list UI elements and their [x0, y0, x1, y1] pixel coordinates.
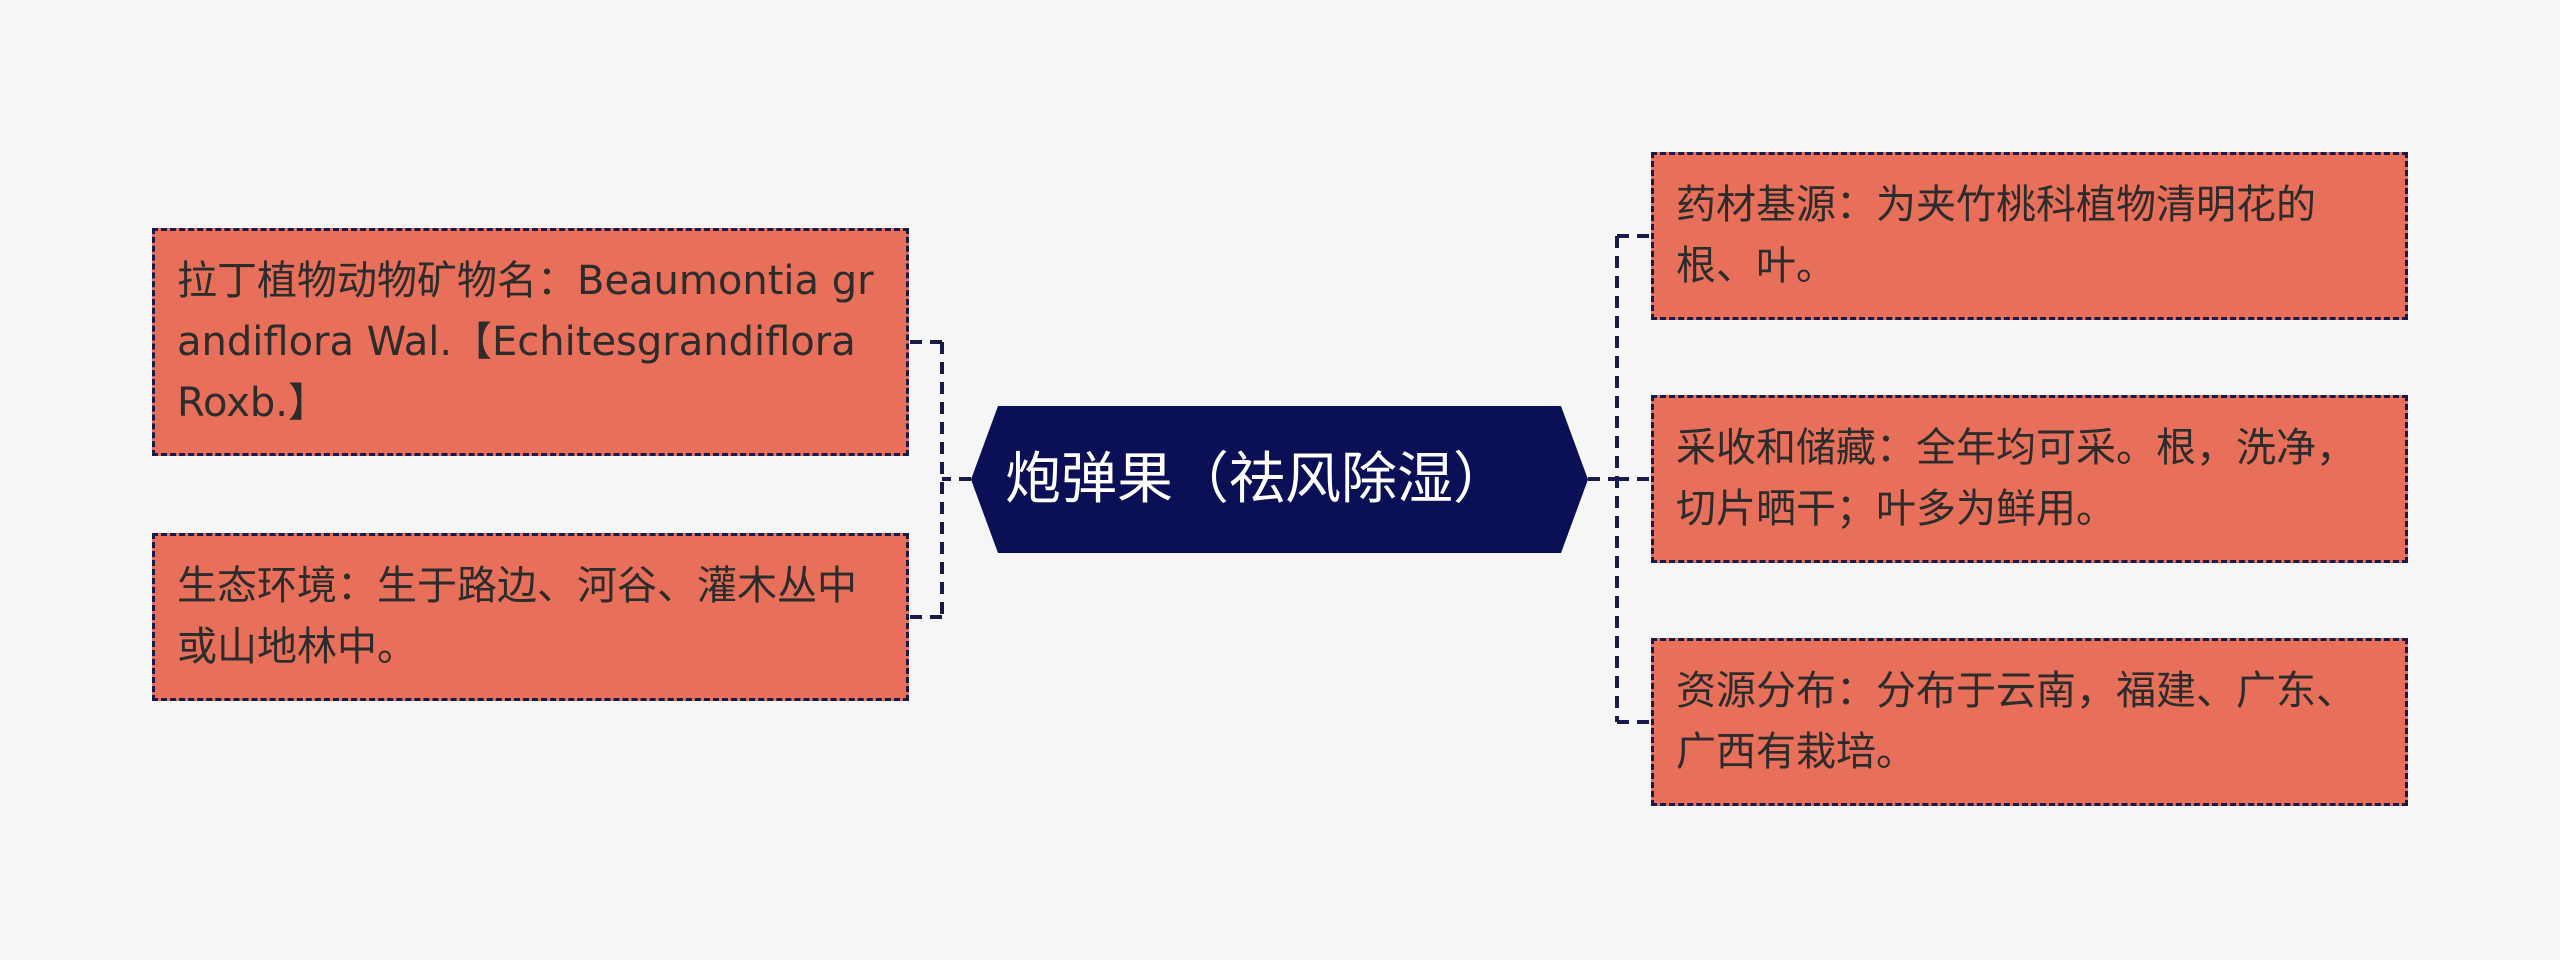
right-node-source-text: 药材基源：为夹竹桃科植物清明花的根、叶。 [1676, 182, 2316, 289]
central-topic-label: 炮弹果（祛风除湿） [1005, 447, 1509, 512]
left-node-latin-name[interactable]: 拉丁植物动物矿物名：Beaumontia grandiflora Wal.【Ec… [152, 228, 909, 456]
central-topic[interactable]: 炮弹果（祛风除湿） [971, 406, 1588, 553]
left-node-habitat-text: 生态环境：生于路边、河谷、灌木丛中或山地林中。 [177, 563, 857, 670]
right-node-distribution[interactable]: 资源分布：分布于云南，福建、广东、广西有栽培。 [1651, 638, 2408, 806]
right-node-source[interactable]: 药材基源：为夹竹桃科植物清明花的根、叶。 [1651, 152, 2408, 320]
left-node-habitat[interactable]: 生态环境：生于路边、河谷、灌木丛中或山地林中。 [152, 533, 909, 701]
central-topic-shape [971, 406, 1588, 553]
right-node-harvest-storage-text: 采收和储藏：全年均可采。根，洗净，切片晒干；叶多为鲜用。 [1676, 425, 2356, 532]
right-node-distribution-text: 资源分布：分布于云南，福建、广东、广西有栽培。 [1676, 668, 2356, 775]
right-node-harvest-storage[interactable]: 采收和储藏：全年均可采。根，洗净，切片晒干；叶多为鲜用。 [1651, 395, 2408, 563]
left-node-latin-name-text: 拉丁植物动物矿物名：Beaumontia grandiflora Wal.【Ec… [177, 258, 874, 426]
